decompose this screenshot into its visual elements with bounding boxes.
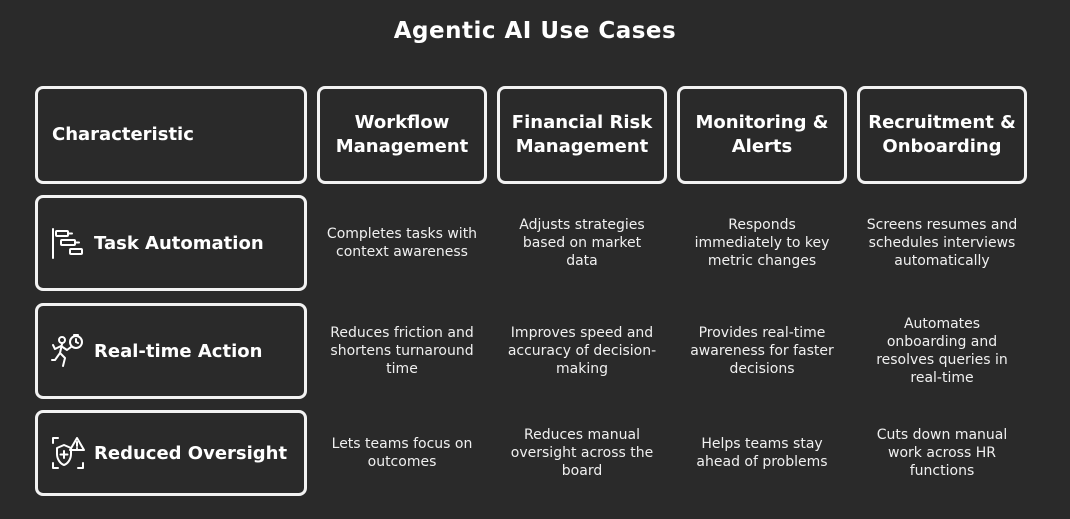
row-header-reduced-oversight: Reduced Oversight — [35, 410, 307, 496]
header-recruitment-onboarding: Recruitment & Onboarding — [857, 86, 1027, 184]
row-header-real-time-action: Real-time Action — [35, 303, 307, 399]
row-header-label: Real-time Action — [94, 340, 263, 362]
cell-real-time-financial: Improves speed and accuracy of decision-… — [507, 325, 657, 377]
cell-real-time-monitoring: Provides real-time awareness for faster … — [690, 325, 834, 377]
cell-task-automation-recruitment: Screens resumes and schedules interviews… — [866, 217, 1018, 269]
cell-reduced-oversight-financial: Reduces manual oversight across the boar… — [510, 427, 654, 479]
cell-real-time-workflow: Reduces friction and shortens turnaround… — [330, 325, 474, 377]
row-header-label: Reduced Oversight — [94, 442, 288, 464]
task-timeline-icon — [52, 228, 83, 259]
cell-task-automation-workflow: Completes tasks with context awareness — [326, 226, 478, 260]
header-characteristic: Characteristic — [35, 86, 307, 184]
cell-reduced-oversight-workflow: Lets teams focus on outcomes — [331, 436, 473, 470]
diagram-title: Agentic AI Use Cases — [393, 18, 677, 44]
row-header-label: Task Automation — [94, 232, 264, 254]
header-characteristic-label: Characteristic — [52, 124, 194, 145]
header-label: Financial Risk Management — [511, 112, 653, 157]
cell-real-time-recruitment: Automates onboarding and resolves querie… — [876, 316, 1008, 386]
header-financial-risk-management: Financial Risk Management — [497, 86, 667, 184]
shield-alert-icon — [52, 437, 85, 469]
header-label: Workflow Management — [335, 112, 469, 157]
cell-task-automation-monitoring: Responds immediately to key metric chang… — [694, 217, 830, 269]
cell-reduced-oversight-recruitment: Cuts down manual work across HR function… — [876, 427, 1008, 479]
header-monitoring-alerts: Monitoring & Alerts — [677, 86, 847, 184]
header-label: Recruitment & Onboarding — [868, 112, 1016, 157]
cell-reduced-oversight-monitoring: Helps teams stay ahead of problems — [696, 436, 828, 470]
header-label: Monitoring & Alerts — [695, 112, 829, 157]
running-timer-icon — [51, 334, 83, 367]
row-header-task-automation: Task Automation — [35, 195, 307, 291]
cell-task-automation-financial: Adjusts strategies based on market data — [519, 217, 645, 269]
header-workflow-management: Workflow Management — [317, 86, 487, 184]
